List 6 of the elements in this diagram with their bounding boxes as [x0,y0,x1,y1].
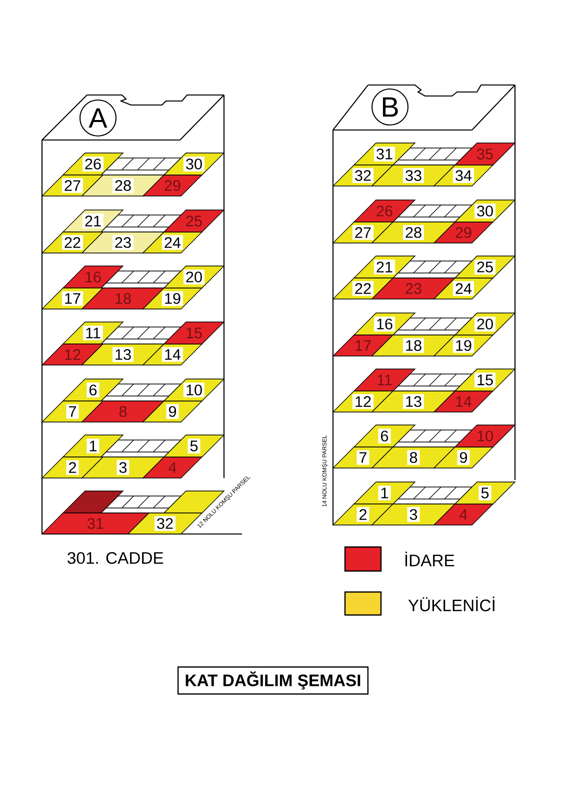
legend-label: İDARE [405,552,454,566]
circled-letter: A [79,99,117,137]
circled-letter: B [371,88,409,126]
title: KAT DAĞILIM ŞEMASI [177,666,369,695]
legend-label: YÜKLENİCİ [408,596,494,612]
street-name: 301. CADDE [68,552,164,564]
